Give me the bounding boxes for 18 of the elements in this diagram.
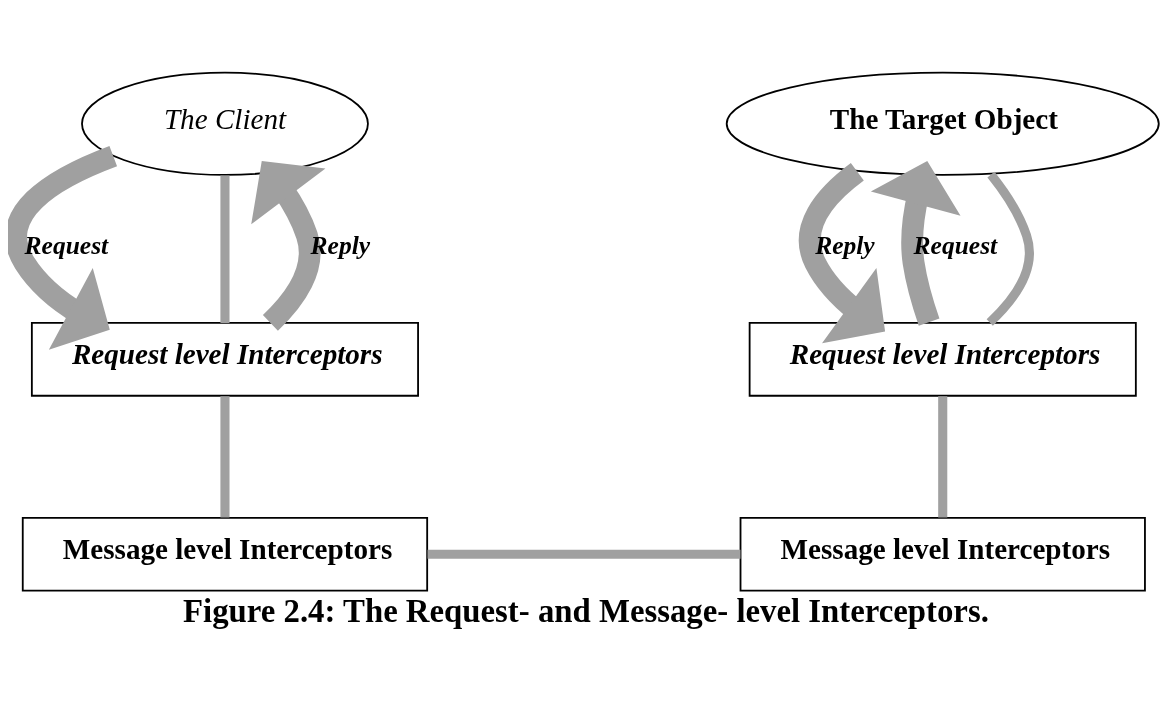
node-box: Request level Interceptors: [30, 321, 419, 397]
node-box: Message level Interceptors: [21, 516, 429, 592]
node-ellipse: The Client: [81, 71, 369, 176]
arrow: [8, 145, 118, 350]
edge-label: Reply: [815, 230, 875, 260]
connector: [220, 174, 230, 323]
edge-label: Request: [24, 230, 109, 260]
connector: [938, 395, 948, 518]
edge-label: Request: [913, 230, 998, 260]
node-box: Request level Interceptors: [748, 321, 1137, 397]
connector: [427, 549, 741, 559]
node-box: Message level Interceptors: [739, 516, 1146, 592]
connector: [986, 171, 1034, 326]
connector: [220, 395, 230, 518]
caption: Figure 2.4: The Request- and Message- level Interceptors.: [183, 592, 989, 629]
edge-label: Reply: [310, 230, 371, 260]
arrow: [870, 160, 961, 326]
node-ellipse: The Target Object: [725, 71, 1160, 176]
